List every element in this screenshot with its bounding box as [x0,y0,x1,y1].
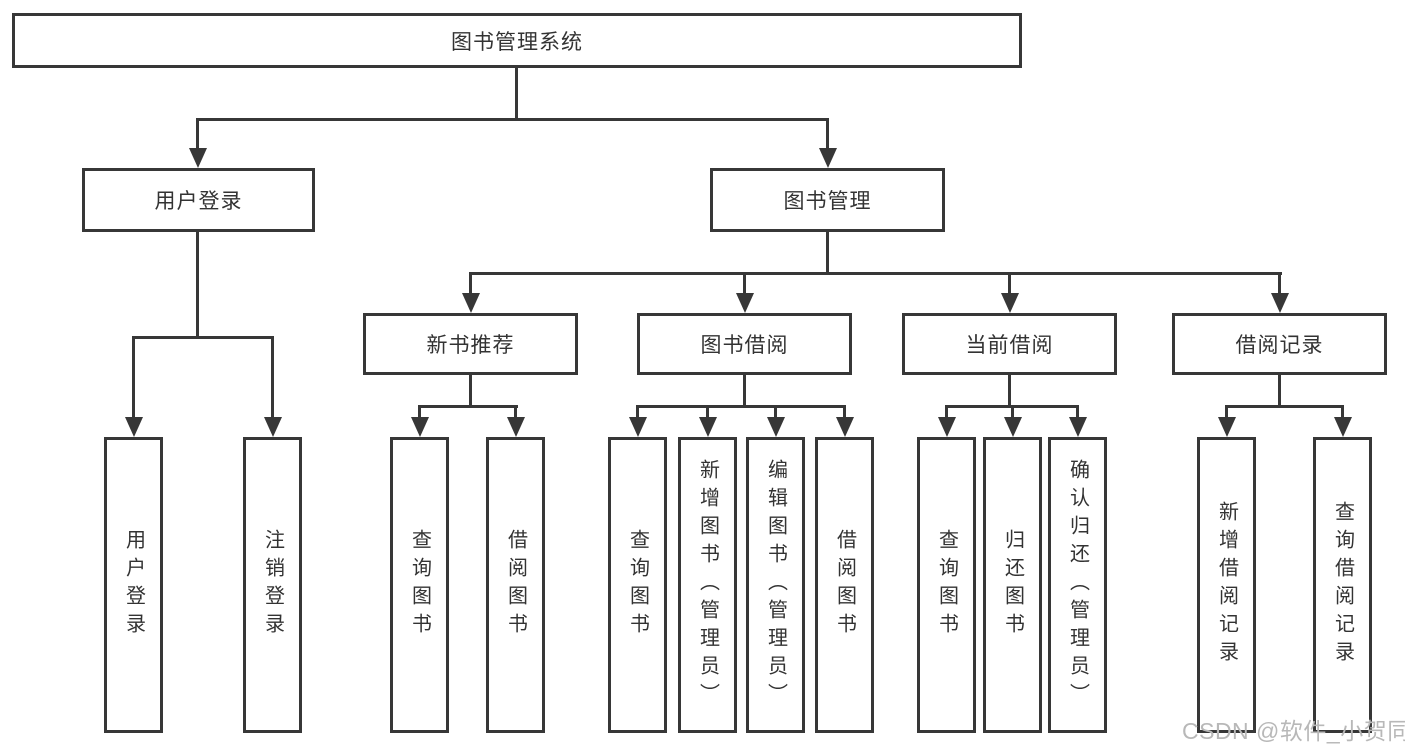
connector-line [1278,272,1281,297]
arrowhead-down-icon [736,293,754,313]
connector-line [196,118,829,121]
connector-line [1278,375,1281,405]
connector-line [826,118,829,152]
arrowhead-down-icon [767,417,785,437]
arrowhead-down-icon [836,417,854,437]
leaf-return-books: 归还图书 [983,437,1042,733]
connector-line [743,272,746,297]
connector-line [271,336,274,419]
leaf-borrow-books-borrowing: 借阅图书 [815,437,874,733]
leaf-query-books-current: 查询图书 [917,437,976,733]
connector-line [418,405,421,419]
connector-line [469,272,1282,275]
arrowhead-down-icon [1004,417,1022,437]
leaf-confirm-return-admin: 确认归还（管理员） [1048,437,1107,733]
arrowhead-down-icon [699,417,717,437]
arrowhead-down-icon [507,417,525,437]
arrowhead-down-icon [1001,293,1019,313]
csdn-watermark: CSDN @软件_小贺同学 [1182,718,1405,744]
connector-line [1076,405,1079,419]
connector-line [1225,405,1228,419]
arrowhead-down-icon [1069,417,1087,437]
arrowhead-down-icon [189,148,207,168]
connector-line [196,118,199,152]
leaf-edit-book-admin: 编辑图书（管理员） [746,437,805,733]
arrowhead-down-icon [462,293,480,313]
arrowhead-down-icon [125,417,143,437]
connector-line [132,336,135,419]
leaf-add-book-admin: 新增图书（管理员） [678,437,737,733]
connector-line [945,405,948,419]
arrowhead-down-icon [411,417,429,437]
arrowhead-down-icon [819,148,837,168]
connector-line [706,405,709,419]
leaf-query-books-borrowing: 查询图书 [608,437,667,733]
leaf-query-borrow-record: 查询借阅记录 [1313,437,1372,733]
arrowhead-down-icon [629,417,647,437]
node-user-login: 用户登录 [82,168,315,232]
connector-line [1011,405,1014,419]
leaf-query-books-recommend: 查询图书 [390,437,449,733]
node-current-borrowing: 当前借阅 [902,313,1117,375]
connector-line [1008,272,1011,297]
connector-line [743,375,746,405]
connector-line [514,405,517,419]
connector-line [469,272,472,297]
connector-line [636,405,846,408]
connector-line [132,336,274,339]
arrowhead-down-icon [1218,417,1236,437]
connector-line [1008,375,1011,405]
connector-line [1341,405,1344,419]
arrowhead-down-icon [938,417,956,437]
leaf-user-login: 用户登录 [104,437,163,733]
connector-line [826,232,829,272]
connector-line [1225,405,1344,408]
node-book-borrowing: 图书借阅 [637,313,852,375]
node-new-book-recommendation: 新书推荐 [363,313,578,375]
node-library-management-system: 图书管理系统 [12,13,1022,68]
connector-line [515,68,518,118]
connector-line [774,405,777,419]
connector-line [843,405,846,419]
connector-line [418,405,518,408]
arrowhead-down-icon [1271,293,1289,313]
connector-line [469,375,472,405]
node-book-management: 图书管理 [710,168,945,232]
connector-line [636,405,639,419]
leaf-logout: 注销登录 [243,437,302,733]
arrowhead-down-icon [1334,417,1352,437]
node-borrowing-records: 借阅记录 [1172,313,1387,375]
connector-line [196,232,199,336]
leaf-borrow-books-recommend: 借阅图书 [486,437,545,733]
leaf-add-borrow-record: 新增借阅记录 [1197,437,1256,733]
arrowhead-down-icon [264,417,282,437]
